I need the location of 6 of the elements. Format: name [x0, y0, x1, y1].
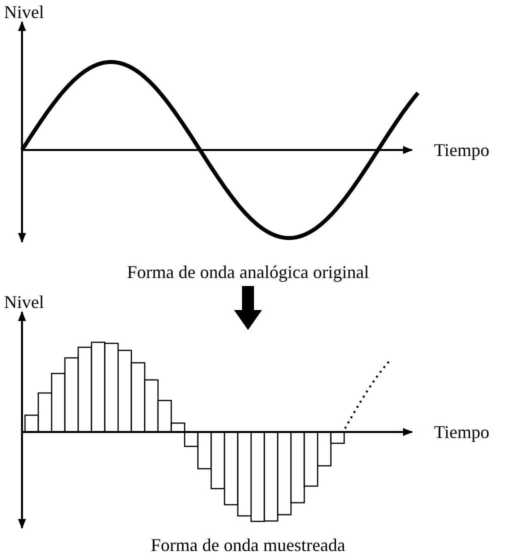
- caption: Forma de onda muestreada: [150, 535, 346, 555]
- axis-label: Tiempo: [434, 422, 490, 442]
- caption: Forma de onda analógica original: [127, 262, 369, 282]
- axis-label: Tiempo: [434, 140, 490, 160]
- axis-label: Nivel: [4, 292, 44, 312]
- axis-label: Nivel: [4, 2, 44, 22]
